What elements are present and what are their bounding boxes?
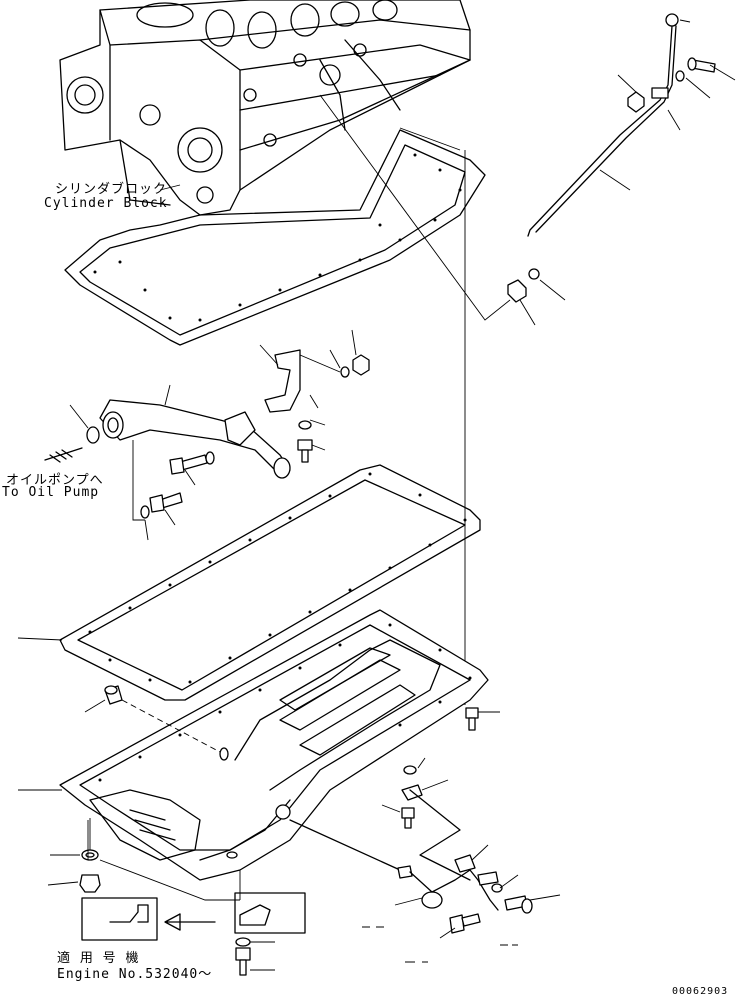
bracket-fasteners — [297, 329, 370, 463]
pipe-o-ring — [44, 404, 100, 463]
cylinder-block — [59, 0, 471, 216]
pipe-bolts — [132, 440, 215, 541]
suction-pipe — [99, 344, 301, 479]
oil-pan — [18, 609, 489, 881]
pan-bracket — [234, 892, 306, 976]
cylinder-block-leader — [159, 184, 181, 191]
pan-side-fasteners — [381, 707, 500, 881]
alignment-line-top — [399, 127, 461, 151]
dipstick-leaders — [519, 19, 736, 326]
lower-gasket — [17, 464, 481, 701]
engine-number-label: Engine No.532040～ — [57, 967, 213, 982]
serial-box — [81, 820, 241, 941]
oil-dipstick — [507, 13, 716, 303]
oil-pump-label-en: To Oil Pump — [2, 485, 100, 500]
cylinder-block-label-en: Cylinder Block — [44, 196, 168, 211]
oil-pump-label-jp: オイルポンプへ — [6, 473, 104, 488]
cylinder-block-label-jp: シリンダブロック — [55, 182, 168, 197]
drawing-code: 00062903 — [672, 986, 729, 997]
applicable-label-jp: 適 用 号 機 — [57, 951, 140, 966]
blank-callouts — [362, 926, 518, 963]
alignment-line-block — [319, 94, 511, 321]
oil-level-sensor — [289, 819, 561, 939]
drain-plug — [47, 818, 101, 893]
knock-pin — [84, 685, 229, 761]
